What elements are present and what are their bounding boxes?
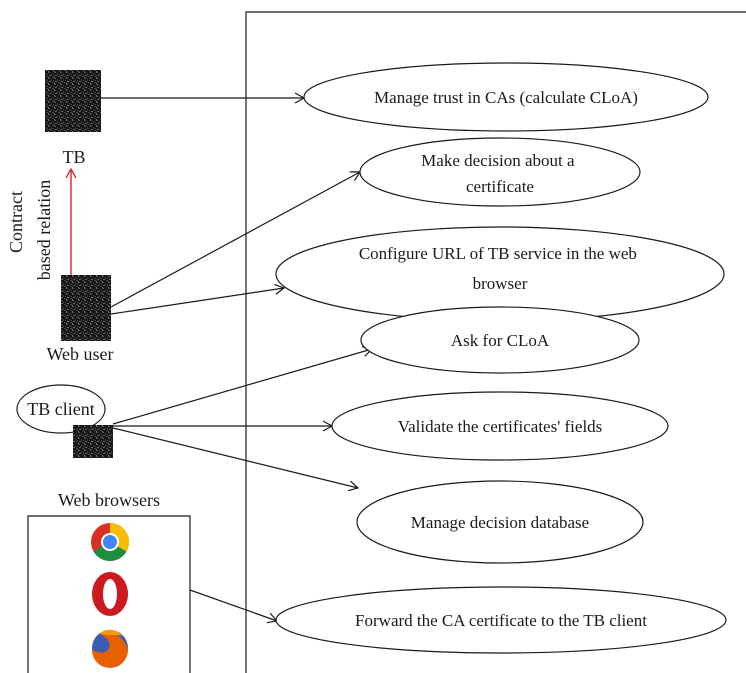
uc-manage-trust: Manage trust in CAs (calculate CLoA) — [303, 62, 709, 132]
uc-validate-fields: Validate the certificates' fields — [331, 391, 669, 461]
actor-tb-client: TB client — [16, 384, 113, 458]
web-user-avatar — [61, 275, 111, 341]
uc-forward-cert: Forward the CA certificate to the TB cli… — [275, 586, 727, 654]
svg-text:Forward the CA certificate to: Forward the CA certificate to the TB cli… — [355, 611, 647, 630]
uc-validate-fields-line-1: Validate the certificates' fields — [398, 417, 603, 436]
actor-tb: TB — [45, 70, 101, 167]
assoc-user-make-decision — [110, 171, 362, 308]
svg-text:Manage trust in CAs (calculate: Manage trust in CAs (calculate CLoA) — [374, 88, 638, 107]
contract-relation-label: Contract based relation — [6, 180, 54, 280]
tb-client-avatar — [73, 425, 113, 458]
uc-configure-url: Configure URL of TB service in the web b… — [275, 226, 725, 322]
uc-make-decision: Make decision about a certificate — [359, 137, 641, 207]
system-boundary — [245, 11, 746, 673]
web-user-label: Web user — [46, 344, 113, 364]
uc-make-decision-line-1: Make decision about a — [421, 151, 575, 170]
tb-client-label: TB client — [27, 399, 94, 419]
uc-forward-cert-line-1: Forward the CA certificate to the TB cli… — [355, 611, 647, 630]
chrome-icon — [91, 522, 130, 562]
tb-avatar — [45, 70, 101, 132]
svg-text:Ask for CLoA: Ask for CLoA — [451, 331, 550, 350]
uc-manage-db-line-1: Manage decision database — [411, 513, 589, 532]
web-browsers-label: Web browsers — [58, 490, 160, 510]
uc-ask-cloa-line-1: Ask for CLoA — [451, 331, 550, 350]
uc-configure-url-line-2: browser — [473, 274, 528, 293]
firefox-icon — [92, 629, 128, 668]
svg-text:Configure URL of TB service in: Configure URL of TB service in the web b… — [359, 244, 641, 293]
svg-text:Validate the certificates' fie: Validate the certificates' fields — [398, 417, 603, 436]
relation-line-2: based relation — [34, 180, 54, 280]
assoc-user-configure-url — [110, 283, 286, 315]
uc-manage-db: Manage decision database — [356, 480, 644, 564]
tb-client-ellipse — [16, 384, 106, 434]
actor-web-user: Web user — [46, 275, 114, 364]
uc-configure-url-line-1: Configure URL of TB service in the web — [359, 244, 637, 263]
svg-text:Manage decision database: Manage decision database — [411, 513, 589, 532]
opera-icon — [92, 572, 128, 616]
web-browsers-box — [27, 515, 191, 673]
uc-make-decision-line-2: certificate — [466, 177, 534, 196]
tb-label: TB — [62, 147, 85, 167]
assoc-client-ask-cloa — [112, 346, 374, 425]
assoc-client-manage-db — [112, 427, 360, 492]
assoc-browsers-forward — [189, 589, 279, 624]
svg-text:Make decision about a ce: Make decision about a certificate — [421, 151, 579, 196]
uc-manage-trust-line-1: Manage trust in CAs (calculate CLoA) — [374, 88, 638, 107]
actor-web-browsers: Web browsers — [27, 490, 191, 673]
uc-ask-cloa: Ask for CLoA — [360, 306, 640, 374]
relation-line-1: Contract — [6, 191, 26, 253]
